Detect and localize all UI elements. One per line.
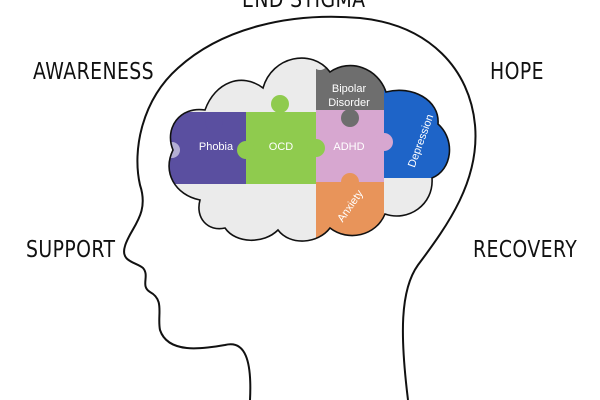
bipolar-label-line2: Disorder bbox=[328, 97, 370, 109]
ocd-knob-right bbox=[307, 139, 325, 157]
ocd-label: OCD bbox=[269, 141, 294, 153]
ocd-piece bbox=[246, 112, 316, 184]
phobia-piece bbox=[169, 112, 246, 184]
awareness-text: AWARENESS bbox=[33, 59, 155, 85]
ocd-knob-top bbox=[271, 95, 289, 113]
brain-cloud-outline bbox=[168, 57, 451, 242]
adhd-label: ADHD bbox=[333, 141, 364, 153]
phobia-label: Phobia bbox=[199, 141, 234, 153]
end-stigma-text: END STIGMA bbox=[242, 0, 366, 13]
anxiety-knob bbox=[341, 173, 359, 191]
adhd-piece bbox=[316, 110, 384, 182]
ocd-knob-left bbox=[237, 141, 255, 159]
adhd-knob bbox=[375, 133, 393, 151]
bipolar-knob bbox=[341, 109, 359, 127]
phobia-knob bbox=[205, 113, 223, 131]
bipolar-label-line1: Bipolar bbox=[332, 83, 367, 95]
support-text: SUPPORT bbox=[26, 237, 116, 263]
head-outline bbox=[123, 15, 477, 400]
recovery-text: RECOVERY bbox=[473, 237, 578, 263]
hope-text: HOPE bbox=[490, 59, 544, 85]
